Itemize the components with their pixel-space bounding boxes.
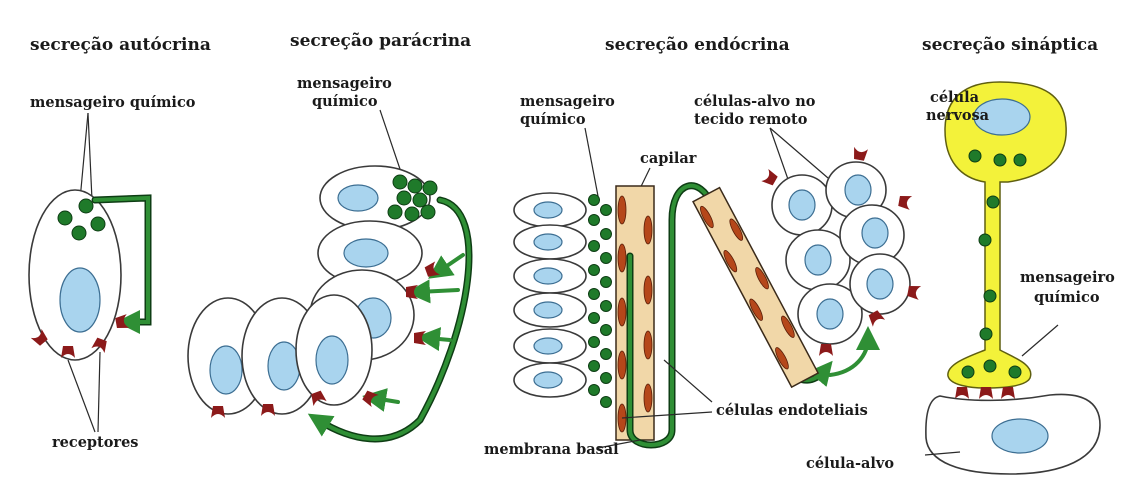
paracrine-messenger-label-1: mensageiro	[297, 75, 392, 92]
autocrine-messenger-drop	[58, 211, 72, 225]
endocrine-secreting-cells	[514, 193, 586, 397]
synaptic-receptor	[955, 387, 969, 399]
endocrine-messenger-pointer	[585, 128, 598, 196]
target-cells-label-2: tecido remoto	[694, 111, 808, 128]
endocrine-receptor	[907, 284, 921, 300]
paracrine-arrow-branch	[438, 255, 463, 272]
capillary-label: capilar	[640, 150, 697, 167]
autocrine-messenger-drop	[79, 199, 93, 213]
paracrine-panel: mensageiro químico	[188, 75, 469, 439]
autocrine-messenger-label: mensageiro químico	[30, 94, 196, 111]
endocrine-panel: mensageiro químico capilar células-alvo …	[484, 93, 921, 458]
receptors-label: receptores	[52, 434, 138, 451]
target-cell-label: célula-alvo	[806, 455, 894, 472]
autocrine-title: secreção autócrina	[30, 35, 211, 55]
endocrine-receptor	[898, 194, 912, 210]
receptor-pointer	[68, 360, 95, 432]
endocrine-receptor	[852, 147, 868, 161]
endocrine-title: secreção endócrina	[605, 35, 790, 55]
paracrine-receptor	[414, 331, 426, 345]
paracrine-nucleus	[344, 239, 388, 267]
paracrine-nucleus	[210, 346, 242, 394]
paracrine-receptor	[261, 404, 275, 416]
paracrine-messenger-label-2: químico	[312, 93, 378, 110]
target-cell-nucleus	[992, 419, 1048, 453]
basal-membrane-label: membrana basal	[484, 441, 619, 458]
nerve-cell-label-2: nervosa	[926, 107, 990, 124]
synaptic-title: secreção sináptica	[922, 35, 1098, 55]
paracrine-nucleus	[338, 185, 378, 211]
endocrine-messenger-drops	[589, 195, 612, 408]
synaptic-receptor	[1001, 387, 1015, 399]
receptor-pointer-2	[98, 352, 100, 432]
paracrine-receptor	[211, 406, 225, 418]
paracrine-arrow-branch	[418, 290, 458, 292]
paracrine-nucleus	[268, 342, 300, 390]
autocrine-messenger-drop	[72, 226, 86, 240]
endocrine-receptor	[761, 169, 778, 187]
paracrine-messenger-pointer	[380, 110, 402, 175]
autocrine-nucleus	[60, 268, 100, 332]
synaptic-messenger-pointer	[1022, 325, 1058, 356]
synaptic-messenger-label-2: químico	[1034, 289, 1100, 306]
paracrine-arrow-branch	[374, 398, 398, 402]
target-cells-label-1: células-alvo no	[694, 93, 816, 110]
endocrine-messenger-label-2: químico	[520, 111, 586, 128]
autocrine-messenger-pointer	[80, 113, 88, 200]
synaptic-receptor	[979, 387, 993, 399]
autocrine-messenger-drop	[91, 217, 105, 231]
endocrine-messenger-label-1: mensageiro	[520, 93, 615, 110]
paracrine-nucleus	[316, 336, 348, 384]
paracrine-arrow-branch	[428, 338, 450, 340]
synaptic-messenger-label-1: mensageiro	[1020, 269, 1115, 286]
endocrine-target-cells	[772, 162, 910, 344]
autocrine-messenger-pointer-2	[88, 113, 92, 200]
nerve-cell-label-1: célula	[930, 89, 980, 106]
endothelial-cells-label: células endoteliais	[716, 402, 868, 419]
endocrine-receptor	[819, 344, 833, 356]
paracrine-title: secreção parácrina	[290, 31, 471, 51]
autocrine-panel: mensageiro químico receptores	[29, 94, 196, 451]
